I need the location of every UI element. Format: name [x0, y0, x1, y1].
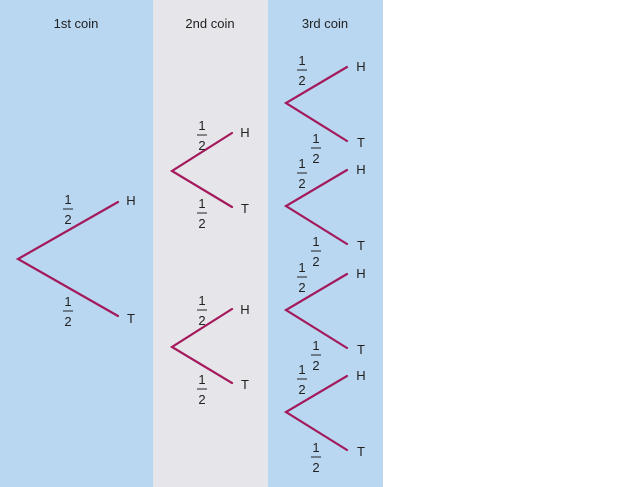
outcome-heads-label: H [126, 193, 135, 208]
probability-denominator: 2 [64, 212, 71, 227]
probability-numerator: 1 [298, 53, 305, 68]
column-title-2nd-coin: 2nd coin [185, 16, 234, 31]
probability-denominator: 2 [198, 392, 205, 407]
probability-numerator: 1 [312, 234, 319, 249]
probability-numerator: 1 [198, 372, 205, 387]
probability-denominator: 2 [198, 138, 205, 153]
probability-denominator: 2 [298, 382, 305, 397]
probability-denominator: 2 [298, 280, 305, 295]
probability-denominator: 2 [64, 314, 71, 329]
probability-numerator: 1 [312, 131, 319, 146]
probability-lower: 12 [311, 338, 321, 373]
probability-lower: 12 [197, 196, 207, 231]
tree-branches: HT1212HT1212HT1212HT1212HT1212HT1212HT12… [15, 53, 366, 475]
probability-numerator: 1 [198, 196, 205, 211]
probability-numerator: 1 [64, 192, 71, 207]
probability-upper: 12 [63, 192, 73, 227]
probability-lower: 12 [311, 440, 321, 475]
probability-upper: 12 [297, 362, 307, 397]
branch-lines [283, 374, 349, 452]
branch-lines [283, 168, 349, 246]
probability-denominator: 2 [312, 151, 319, 166]
probability-denominator: 2 [298, 176, 305, 191]
branch-lines [283, 65, 349, 143]
column-1st-coin-background [0, 0, 153, 487]
probability-denominator: 2 [298, 73, 305, 88]
probability-denominator: 2 [198, 313, 205, 328]
column-title-3rd-coin: 3rd coin [302, 16, 348, 31]
outcome-heads-label: H [240, 302, 249, 317]
outcome-heads-label: H [356, 162, 365, 177]
outcome-tails-label: T [357, 238, 365, 253]
probability-upper: 12 [197, 118, 207, 153]
probability-numerator: 1 [198, 118, 205, 133]
probability-denominator: 2 [312, 254, 319, 269]
outcome-tails-label: T [357, 342, 365, 357]
outcome-tails-label: T [241, 377, 249, 392]
probability-upper: 12 [197, 293, 207, 328]
outcome-tails-label: T [357, 444, 365, 459]
outcome-tails-label: T [241, 201, 249, 216]
column-title-1st-coin: 1st coin [54, 16, 99, 31]
probability-denominator: 2 [198, 216, 205, 231]
probability-numerator: 1 [312, 338, 319, 353]
probability-denominator: 2 [312, 358, 319, 373]
branch-lines [283, 272, 349, 350]
outcome-tails-label: T [357, 135, 365, 150]
branch-lines [15, 200, 120, 318]
probability-denominator: 2 [312, 460, 319, 475]
branch-lines [169, 131, 234, 209]
probability-numerator: 1 [298, 260, 305, 275]
outcome-heads-label: H [240, 125, 249, 140]
probability-lower: 12 [311, 234, 321, 269]
column-3rd-coin-background [268, 0, 383, 487]
outcome-heads-label: H [356, 368, 365, 383]
probability-lower: 12 [197, 372, 207, 407]
probability-upper: 12 [297, 260, 307, 295]
outcome-tails-label: T [127, 311, 135, 326]
probability-numerator: 1 [312, 440, 319, 455]
probability-upper: 12 [297, 53, 307, 88]
probability-numerator: 1 [298, 156, 305, 171]
branch-lines [169, 307, 234, 385]
outcome-heads-label: H [356, 59, 365, 74]
probability-numerator: 1 [298, 362, 305, 377]
probability-lower: 12 [63, 294, 73, 329]
probability-numerator: 1 [198, 293, 205, 308]
probability-lower: 12 [311, 131, 321, 166]
outcome-heads-label: H [356, 266, 365, 281]
probability-upper: 12 [297, 156, 307, 191]
column-2nd-coin-background [153, 0, 268, 487]
probability-numerator: 1 [64, 294, 71, 309]
